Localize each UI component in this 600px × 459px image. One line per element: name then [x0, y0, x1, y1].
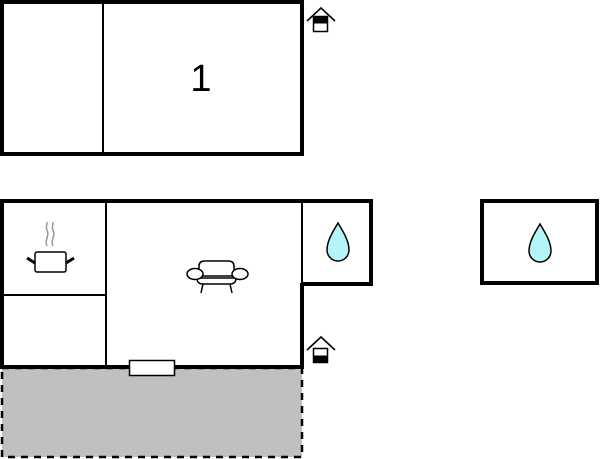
main-building [0, 199, 373, 377]
main-building-outline [0, 199, 373, 369]
entrance-icon [306, 6, 336, 33]
upper-building-outline [0, 0, 304, 156]
storage-room[interactable] [4, 296, 105, 365]
water-drop-icon [528, 222, 552, 263]
entrance-icon [306, 335, 336, 364]
water-drop-icon [326, 221, 350, 262]
pot-icon [26, 221, 75, 273]
room-number-label: 1 [190, 58, 211, 100]
upper-building: 1 [0, 0, 304, 156]
kitchen-room[interactable] [4, 203, 105, 294]
sofa-icon [186, 260, 249, 294]
door-opening[interactable] [128, 359, 176, 377]
terrace [0, 366, 304, 459]
separate-bathroom [480, 199, 599, 285]
